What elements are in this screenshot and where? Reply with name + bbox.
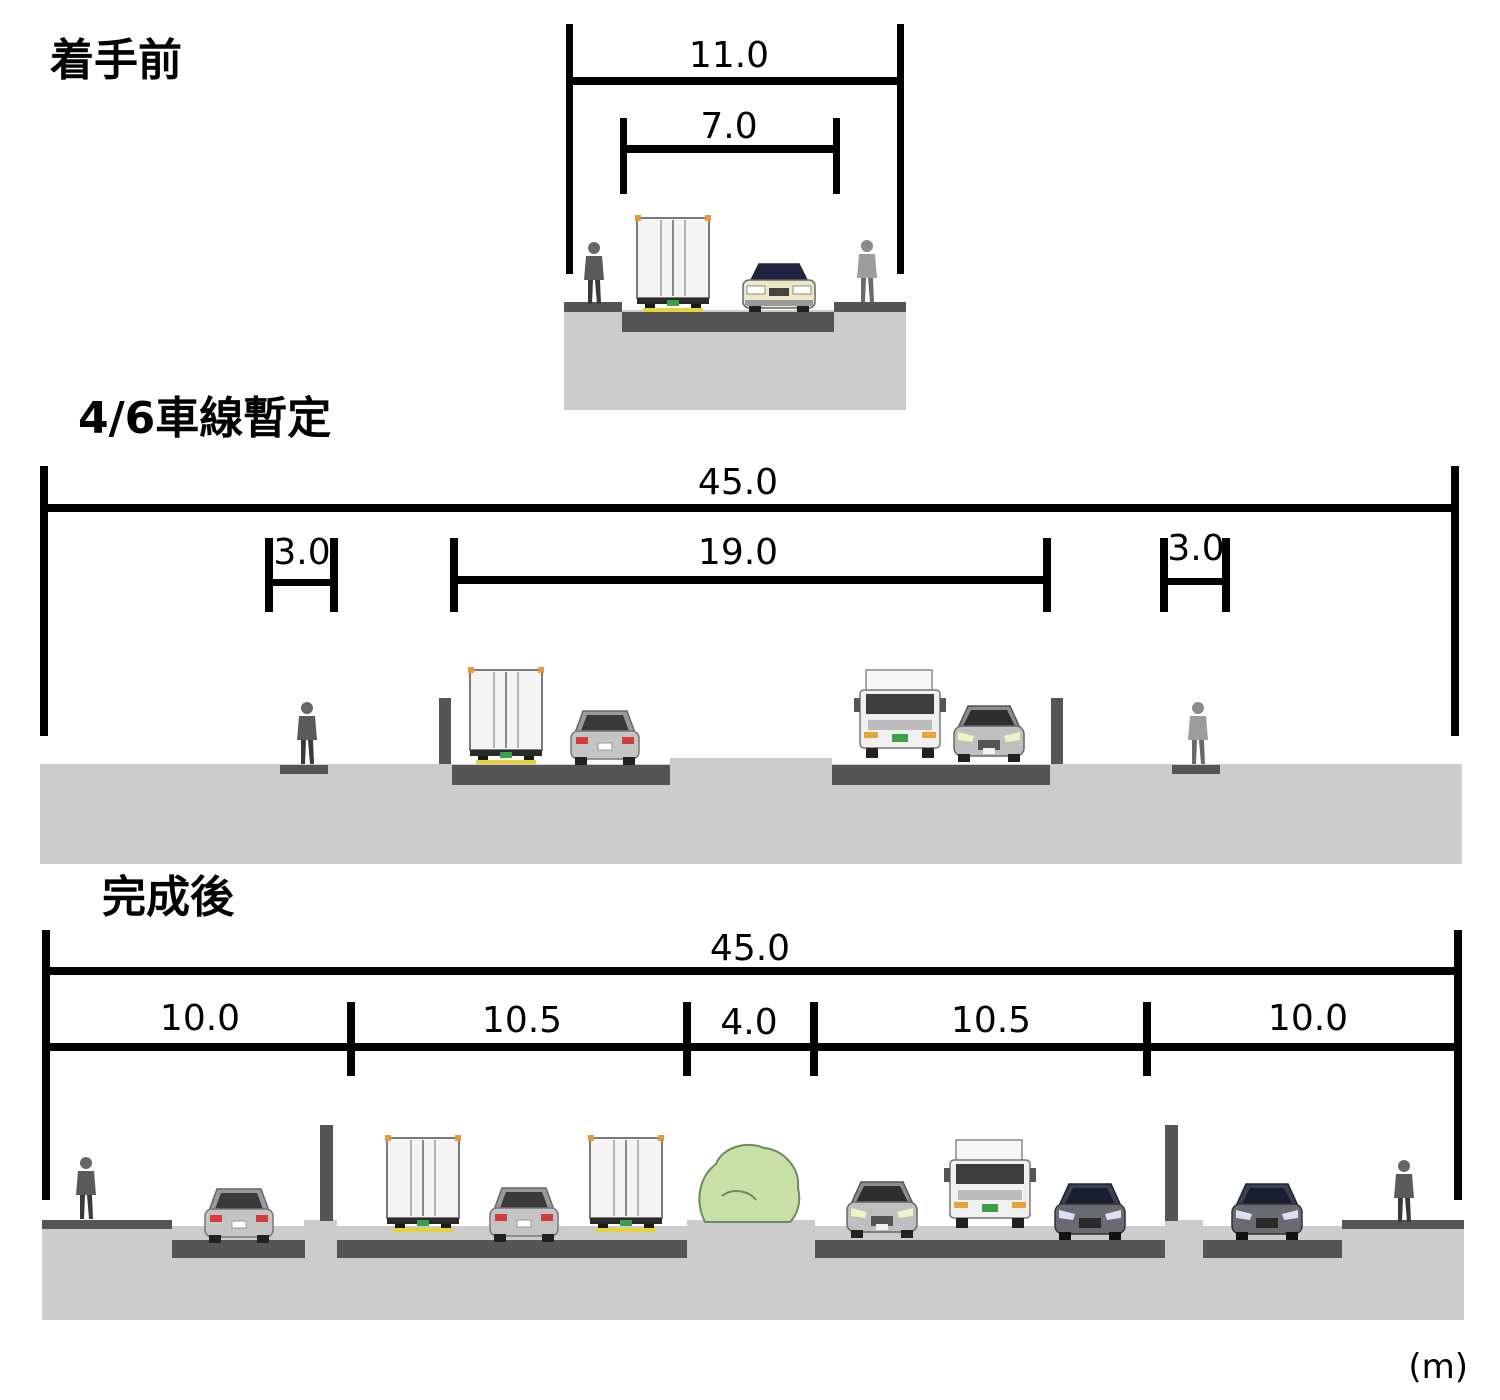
dimension-label: 3.0 (273, 532, 330, 573)
dimension-label: 10.0 (160, 998, 240, 1039)
unit-label: (m) (1408, 1347, 1468, 1387)
tree-icon (698, 1143, 801, 1223)
dimension-label: 11.0 (689, 35, 769, 76)
carriageway (622, 312, 834, 332)
car-icon (742, 263, 816, 313)
pedestrian-icon (584, 242, 604, 304)
dimension-label: 45.0 (698, 462, 778, 503)
carriageway-left (452, 765, 670, 785)
sidewalk-right (834, 302, 906, 312)
sidewalk-right (1172, 765, 1220, 774)
car-icon (953, 705, 1025, 763)
pedestrian-icon (297, 702, 317, 764)
dimension-total-after: 45.0 (42, 928, 1462, 1200)
car-icon (570, 710, 640, 766)
side-road-left (172, 1240, 305, 1258)
dimension-label: 4.0 (720, 1002, 777, 1043)
dimension-label: 3.0 (1167, 528, 1224, 569)
truck-icon (384, 1134, 462, 1233)
pedestrian-icon (857, 240, 877, 302)
sidewalk-left (42, 1220, 172, 1229)
carriageway-right (832, 765, 1050, 785)
carriageway-right (815, 1240, 1165, 1258)
car-icon (1231, 1183, 1303, 1241)
section-before: 着手前 11.0 7.0 (50, 24, 906, 410)
dimension-label: 7.0 (700, 106, 757, 147)
dimension-label: 45.0 (710, 928, 790, 969)
dimension-carriageway-provisional: 19.0 (450, 532, 1051, 612)
median (687, 1220, 815, 1230)
separator-right (1165, 1220, 1203, 1230)
truck-icon (853, 669, 947, 759)
dimension-sidewalk-left: 3.0 (265, 532, 338, 612)
dimension-sidewalk-right: 3.0 (1160, 528, 1230, 612)
pedestrian-icon (1394, 1160, 1414, 1222)
section-provisional: 4/6車線暫定 45.0 3.0 19.0 3.0 (40, 393, 1462, 864)
pedestrian-icon (76, 1157, 96, 1219)
dimension-carriageway-before: 7.0 (620, 106, 840, 194)
barrier-left (439, 698, 451, 764)
dimension-label: 10.5 (482, 1000, 562, 1041)
section-after: 完成後 45.0 10.0 10.5 4.0 10.5 10.0 (42, 872, 1464, 1320)
dimension-total-before: 11.0 (566, 24, 904, 274)
truck-icon (634, 214, 712, 313)
dimension-label: 10.5 (951, 1000, 1031, 1041)
dimension-breakdown-after: 10.0 10.5 4.0 10.5 10.0 (42, 998, 1462, 1076)
carriageway-left (337, 1240, 687, 1258)
barrier-right (1165, 1125, 1178, 1221)
title-provisional: 4/6車線暫定 (78, 393, 331, 444)
dimension-label: 19.0 (698, 532, 778, 573)
car-icon (489, 1187, 559, 1243)
separator-left (304, 1220, 337, 1230)
truck-icon (467, 666, 545, 765)
side-road-right (1203, 1240, 1342, 1258)
car-icon (1054, 1183, 1126, 1241)
truck-icon (943, 1139, 1037, 1229)
dimension-label: 10.0 (1268, 998, 1348, 1039)
pedestrian-icon (1188, 702, 1208, 764)
dimension-total-provisional: 45.0 (40, 462, 1459, 736)
sidewalk-right (1342, 1220, 1464, 1229)
barrier-left (320, 1125, 333, 1221)
car-icon (204, 1188, 274, 1244)
title-before: 着手前 (50, 35, 182, 86)
sidewalk-left (564, 302, 622, 312)
ground (40, 764, 1462, 864)
car-icon (846, 1181, 918, 1239)
median (670, 758, 832, 766)
sidewalk-left (280, 765, 328, 774)
title-after: 完成後 (102, 872, 235, 923)
truck-icon (587, 1134, 665, 1233)
barrier-right (1051, 698, 1063, 764)
